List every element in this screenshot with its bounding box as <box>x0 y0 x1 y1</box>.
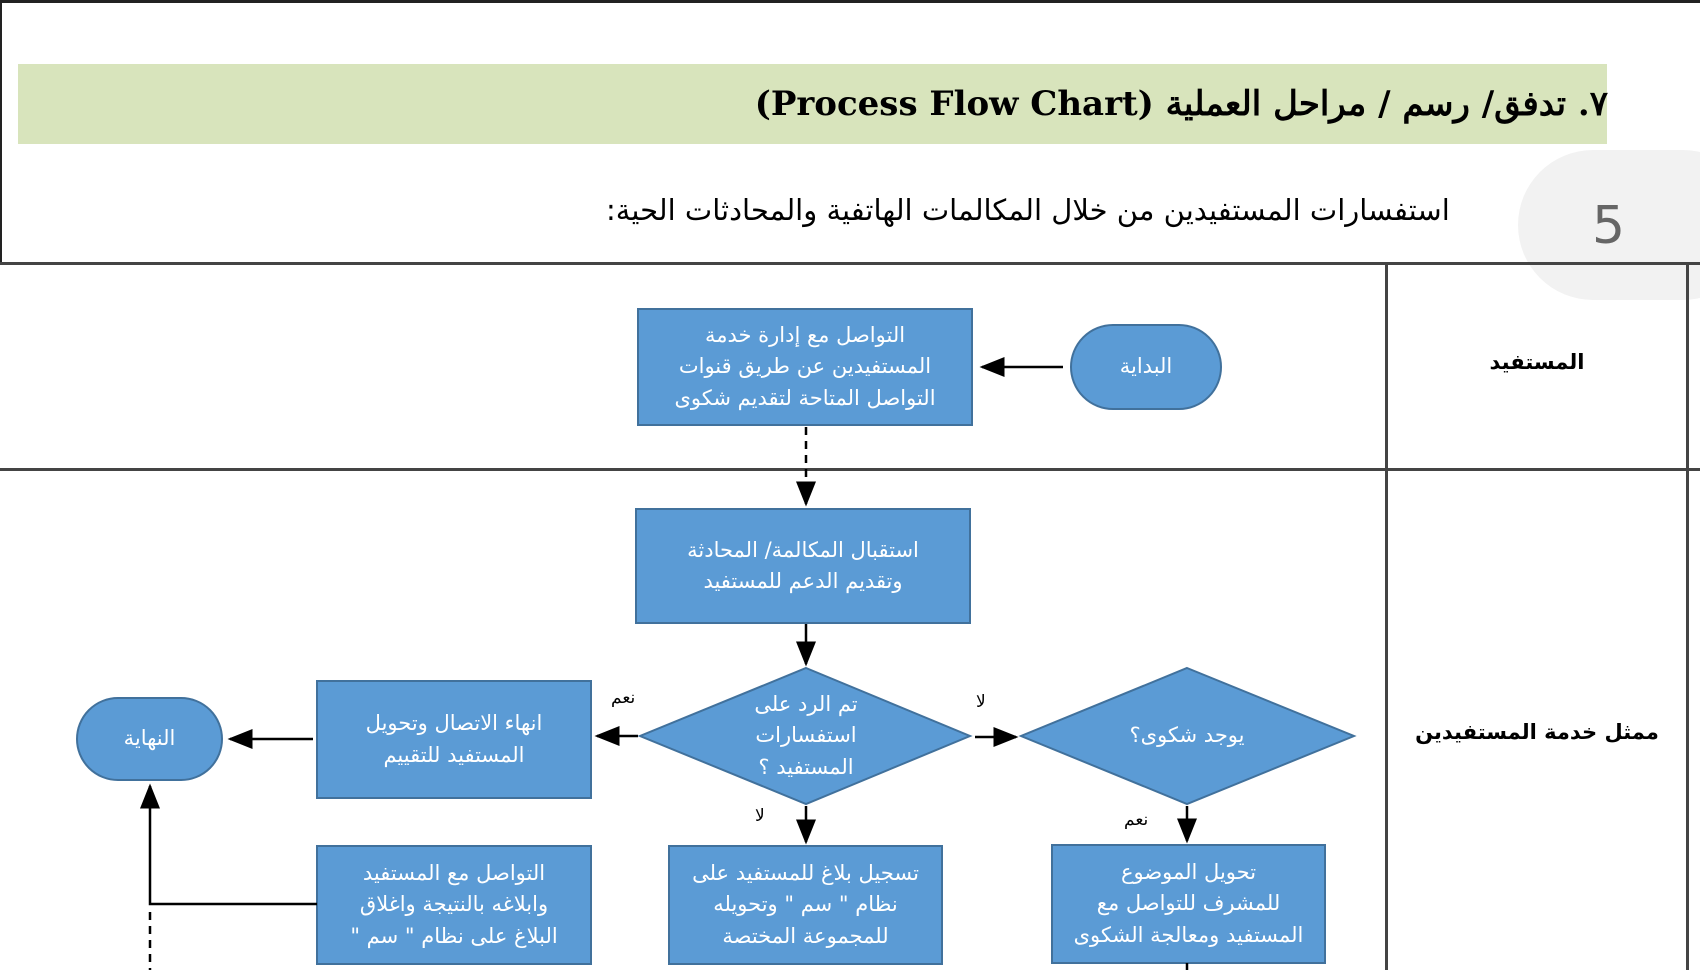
end-call-box <box>316 680 592 799</box>
lane-label-service-rep: ممثل خدمة المستفيدين <box>1415 720 1659 744</box>
connectors <box>140 357 1197 970</box>
register-label: تسجيل بلاغ للمستفيد على نظام " سم " وتحو… <box>692 860 919 948</box>
answered-yes-label: نعم <box>611 688 636 708</box>
end-terminal <box>76 697 223 781</box>
section-banner <box>18 64 1607 144</box>
lane-right-border <box>1686 262 1689 970</box>
answered-label: تم الرد على استفسارات المستفيد ؟ <box>754 691 858 779</box>
top-border <box>0 0 1700 3</box>
lane-top-border <box>0 262 1700 265</box>
answered-no-label: لا <box>755 806 765 826</box>
notify-label: التواصل مع المستفيد وابلاغه بالنتيجة واغ… <box>350 860 558 948</box>
transfer-label: تحويل الموضوع للمشرف للتواصل مع المستفيد… <box>1073 859 1304 947</box>
receive-label: استقبال المكالمة/ المحادثة وتقديم الدعم … <box>687 537 919 594</box>
end-call-label: انهاء الاتصال وتحويل المستفيد للتقييم <box>365 711 543 767</box>
lane-label-beneficiary: المستفيد <box>1489 350 1585 374</box>
transfer-box <box>1051 844 1326 964</box>
complaint-decision <box>1018 666 1357 806</box>
answered-decision <box>637 666 973 806</box>
end-label: النهاية <box>123 726 176 751</box>
lane-divider <box>0 468 1700 471</box>
contact-label: التواصل مع إدارة خدمة المستفيدين عن طريق… <box>674 322 936 410</box>
page-number: 5 <box>1592 196 1626 256</box>
receive-box <box>635 508 971 624</box>
contact-box <box>637 308 973 426</box>
page-indicator <box>1518 150 1700 300</box>
left-border <box>0 0 2 265</box>
start-terminal <box>1070 324 1222 410</box>
section-subtitle: استفسارات المستفيدين من خلال المكالمات ا… <box>606 193 1450 227</box>
section-title: ٧. تدفق/ رسم / مراحل العملية (Process Fl… <box>754 84 1608 124</box>
arrow-notify-to-end <box>140 783 317 906</box>
lane-label-divider <box>1385 262 1388 970</box>
node-shapes <box>76 308 1357 965</box>
register-box <box>668 845 943 965</box>
start-label: البداية <box>1119 354 1173 379</box>
complaint-no-label: لا <box>976 692 986 712</box>
complaint-yes-label: نعم <box>1124 810 1149 830</box>
complaint-label: يوجد شكوى؟ <box>1129 723 1245 748</box>
